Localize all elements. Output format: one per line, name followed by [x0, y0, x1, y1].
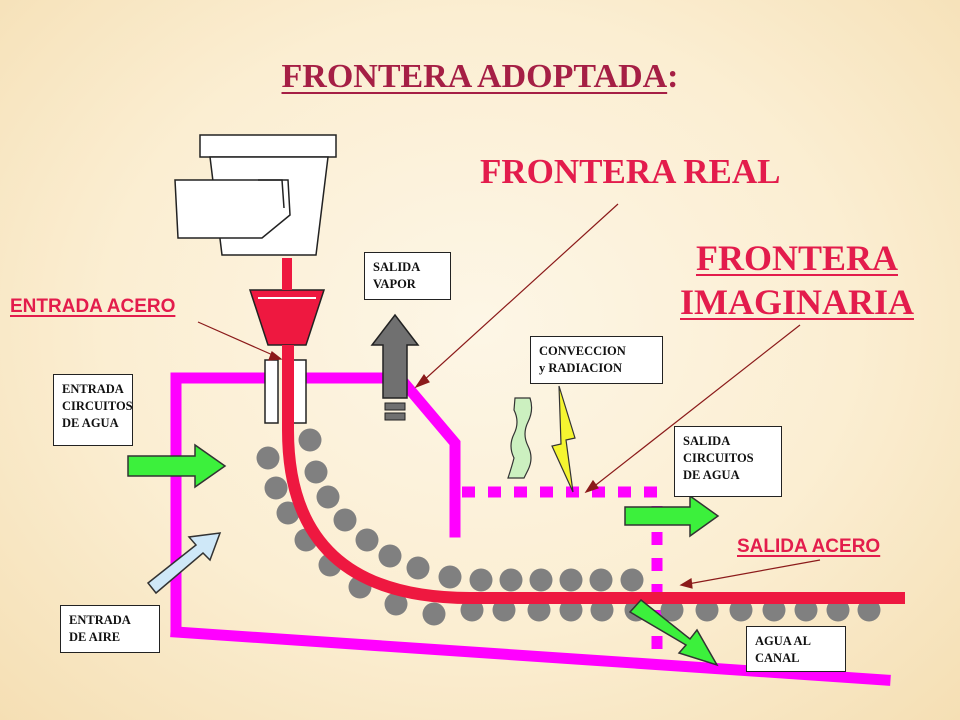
- box-entrada-aire-line1: ENTRADA: [69, 613, 131, 627]
- vapor-outlet-arrow-icon: [370, 313, 420, 421]
- leader-salida-acero: [687, 559, 821, 585]
- label-entrada-acero: ENTRADA ACERO: [10, 296, 176, 317]
- ladle-icon: [174, 134, 337, 256]
- leader-entrada-acero-head: [268, 351, 283, 361]
- roller-icon: [304, 460, 328, 484]
- box-entrada-aire: ENTRADA DE AIRE: [60, 605, 160, 653]
- roller-icon: [559, 598, 583, 622]
- box-conveccion-radiacion: CONVECCION y RADIACION: [530, 336, 663, 384]
- water-inlet-arrow-icon: [127, 443, 227, 489]
- roller-icon: [384, 592, 408, 616]
- roller-icon: [298, 428, 322, 452]
- roller-icon: [620, 568, 644, 592]
- leader-frontera-real: [421, 203, 619, 383]
- real-boundary-line: [170, 372, 891, 686]
- water-outlet-arrow-icon: [624, 494, 720, 538]
- box-salida-vapor: SALIDA VAPOR: [364, 252, 451, 300]
- label-frontera-imaginaria: FRONTERA IMAGINARIA: [672, 236, 922, 324]
- box-agua-al-canal: AGUA AL CANAL: [746, 626, 846, 672]
- roller-group: [256, 428, 881, 626]
- roller-icon: [264, 476, 288, 500]
- roller-icon: [762, 598, 786, 622]
- roller-icon: [492, 598, 516, 622]
- roller-icon: [378, 544, 402, 568]
- roller-icon: [316, 485, 340, 509]
- page-title: FRONTERA ADOPTADA:: [0, 58, 960, 96]
- label-frontera-imaginaria-line1: FRONTERA: [695, 238, 898, 278]
- page-title-text: FRONTERA ADOPTADA: [281, 58, 668, 95]
- roller-icon: [857, 598, 881, 622]
- roller-icon: [460, 598, 484, 622]
- box-salida-vapor-line1: SALIDA: [373, 260, 421, 274]
- box-entrada-agua-line2: CIRCUITOS: [62, 399, 133, 413]
- roller-icon: [589, 568, 613, 592]
- box-entrada-aire-line2: DE AIRE: [69, 630, 121, 644]
- box-conveccion-line1: CONVECCION: [539, 344, 626, 358]
- roller-icon: [499, 568, 523, 592]
- roller-icon: [276, 501, 300, 525]
- box-agua-canal-line2: CANAL: [755, 651, 800, 665]
- roller-icon: [406, 556, 430, 580]
- box-salida-agua-line2: CIRCUITOS: [683, 451, 754, 465]
- leader-frontera-imaginaria: [591, 324, 801, 489]
- box-agua-canal-line1: AGUA AL: [755, 634, 811, 648]
- box-entrada-agua-line3: DE AGUA: [62, 416, 119, 430]
- roller-icon: [826, 598, 850, 622]
- drain-arrow-icon: [628, 598, 719, 667]
- tundish-icon: [248, 289, 326, 346]
- roller-icon: [695, 598, 719, 622]
- box-salida-agua-line3: DE AGUA: [683, 468, 740, 482]
- box-entrada-circuitos-agua: ENTRADA CIRCUITOS DE AGUA: [53, 374, 133, 446]
- box-entrada-agua-line1: ENTRADA: [62, 382, 124, 396]
- leader-frontera-real-head: [414, 373, 430, 389]
- imaginary-boundary-line: [462, 486, 663, 660]
- roller-icon: [355, 528, 379, 552]
- roller-icon: [729, 598, 753, 622]
- label-frontera-real: FRONTERA REAL: [480, 152, 781, 191]
- leader-frontera-imaginaria-head: [584, 479, 599, 494]
- roller-icon: [527, 598, 551, 622]
- label-salida-acero: SALIDA ACERO: [737, 536, 881, 557]
- roller-icon: [590, 598, 614, 622]
- roller-icon: [422, 602, 446, 626]
- box-salida-agua-line1: SALIDA: [683, 434, 731, 448]
- page-title-colon: :: [667, 58, 679, 95]
- roller-icon: [438, 565, 462, 589]
- box-salida-circuitos-agua: SALIDA CIRCUITOS DE AGUA: [674, 426, 782, 497]
- radiation-bolt-icon: [551, 385, 576, 493]
- roller-icon: [333, 508, 357, 532]
- box-conveccion-line2: y RADIACION: [539, 361, 622, 375]
- convection-wave-icon: [507, 397, 533, 479]
- roller-icon: [256, 446, 280, 470]
- leader-entrada-acero: [197, 321, 276, 357]
- steel-strand: [282, 258, 905, 604]
- roller-icon: [529, 568, 553, 592]
- box-salida-vapor-line2: VAPOR: [373, 277, 416, 291]
- roller-icon: [559, 568, 583, 592]
- roller-icon: [469, 568, 493, 592]
- label-frontera-imaginaria-line2: IMAGINARIA: [680, 282, 914, 322]
- leader-salida-acero-head: [679, 578, 693, 589]
- air-inlet-arrow-icon: [146, 532, 222, 595]
- roller-icon: [794, 598, 818, 622]
- roller-icon: [660, 598, 684, 622]
